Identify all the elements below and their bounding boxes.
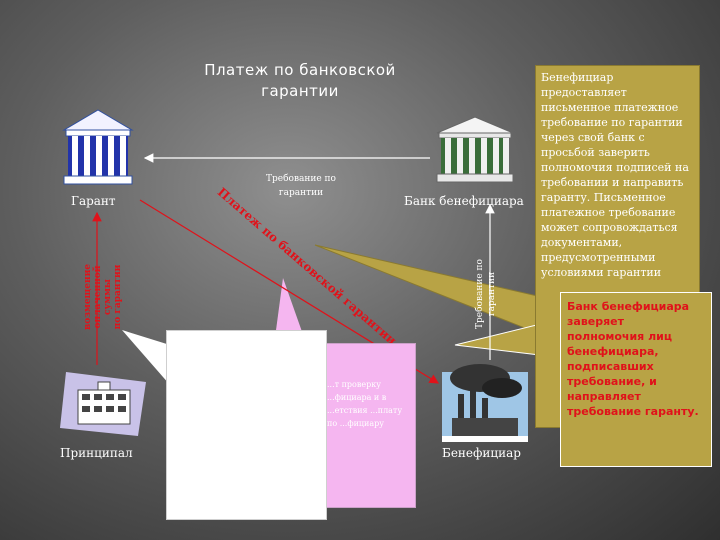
beneficiary-bank-icon (436, 116, 514, 183)
diagram-title: Платеж по банковской гарантии (204, 61, 396, 100)
bank-callout-text: Банк бенефициара заверяет полномочия лиц… (567, 300, 699, 418)
guarantor-bank-icon (62, 109, 134, 185)
beneficiary-factory-icon (442, 364, 528, 442)
guarantee-claim-label: Требование по гарантии (266, 174, 336, 198)
beneficiary-callout-pointer (314, 244, 556, 341)
principal-building-icon (60, 372, 146, 436)
principal-label: Принципал (60, 446, 133, 460)
white-callout-pointer (122, 330, 170, 385)
beneficiary-label: Бенефициар (442, 446, 521, 460)
pink-callout-text: ...т проверку ...фициара и в ...етствия … (327, 380, 403, 428)
reimbursement-label: возмещение оплаченной суммы по гарантии (83, 264, 123, 330)
bank-callout: Банк бенефициара заверяет полномочия лиц… (560, 292, 712, 467)
claim-vertical-label: Требование по гарантии (475, 259, 497, 329)
beneficiary-bank-label: Банк бенефициара (404, 194, 524, 208)
beneficiary-callout-text: Бенефициар предоставляет письменное плат… (541, 71, 689, 279)
guarantor-label: Гарант (71, 194, 116, 208)
white-overlay-box (166, 330, 327, 520)
